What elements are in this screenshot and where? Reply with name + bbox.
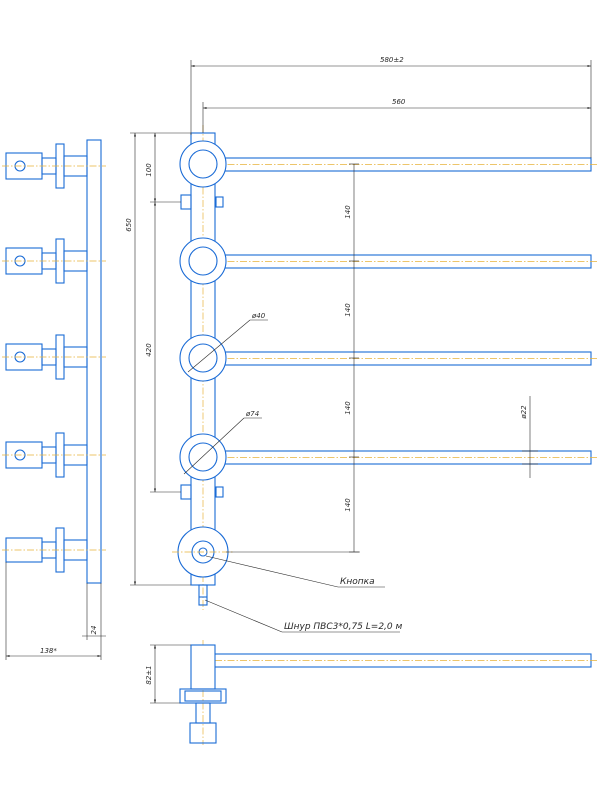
- dim-text-24: 24: [90, 626, 98, 635]
- dim-text-650: 650: [125, 218, 133, 232]
- dim-text-82: 82±1: [145, 665, 153, 684]
- dim-text-d40: ø40: [251, 312, 266, 320]
- bottom-button: [189, 722, 217, 744]
- dim-text-420: 420: [145, 343, 153, 357]
- dim-text-138: 138*: [40, 647, 57, 655]
- dim-side-depth: 138*: [5, 562, 102, 660]
- dim-inner-height: 420: [145, 202, 181, 493]
- side-hinges: [2, 143, 106, 573]
- dim-panel-thickness: 24: [82, 583, 106, 640]
- label-cord-text: Шнур ПВС3*0,75 L=2,0 м: [284, 622, 402, 632]
- cord-outlet: [198, 584, 208, 606]
- label-button: Кнопка: [205, 555, 385, 588]
- front-view: 580±2 560 650 100 420: [125, 56, 597, 633]
- dim-ring-diameter: ø74: [183, 410, 262, 475]
- dim-top-offset: 100: [145, 133, 181, 203]
- dim-text-580: 580±2: [380, 56, 404, 64]
- dim-arm-length: 560: [202, 98, 591, 133]
- side-view: 24 138*: [2, 139, 106, 660]
- dim-text-pitch-1: 140: [344, 205, 352, 219]
- dim-hole-diameter: ø40: [187, 312, 268, 373]
- side-panel: [86, 139, 102, 584]
- dim-pitches: 140 140 140 140: [226, 163, 360, 553]
- dim-bottom-height: 82±1: [145, 644, 191, 704]
- label-cord: Шнур ПВС3*0,75 L=2,0 м: [204, 599, 402, 633]
- dim-tube-diameter: ø22: [520, 396, 538, 478]
- dim-text-d74: ø74: [245, 410, 259, 418]
- button-assembly: [172, 526, 234, 606]
- dim-overall-width: 580±2: [190, 56, 592, 158]
- dim-text-560: 560: [392, 98, 406, 106]
- bottom-column: [190, 644, 216, 690]
- dim-text-pitch-4: 140: [344, 498, 352, 512]
- dim-text-100: 100: [145, 163, 153, 177]
- bottom-view: 82±1: [145, 640, 597, 745]
- dim-text-pitch-3: 140: [344, 401, 352, 415]
- label-button-text: Кнопка: [340, 577, 375, 587]
- dim-total-height: 650: [125, 132, 191, 586]
- dim-text-pitch-2: 140: [344, 303, 352, 317]
- dim-text-d22: ø22: [520, 405, 528, 420]
- towel-arms: [179, 140, 597, 481]
